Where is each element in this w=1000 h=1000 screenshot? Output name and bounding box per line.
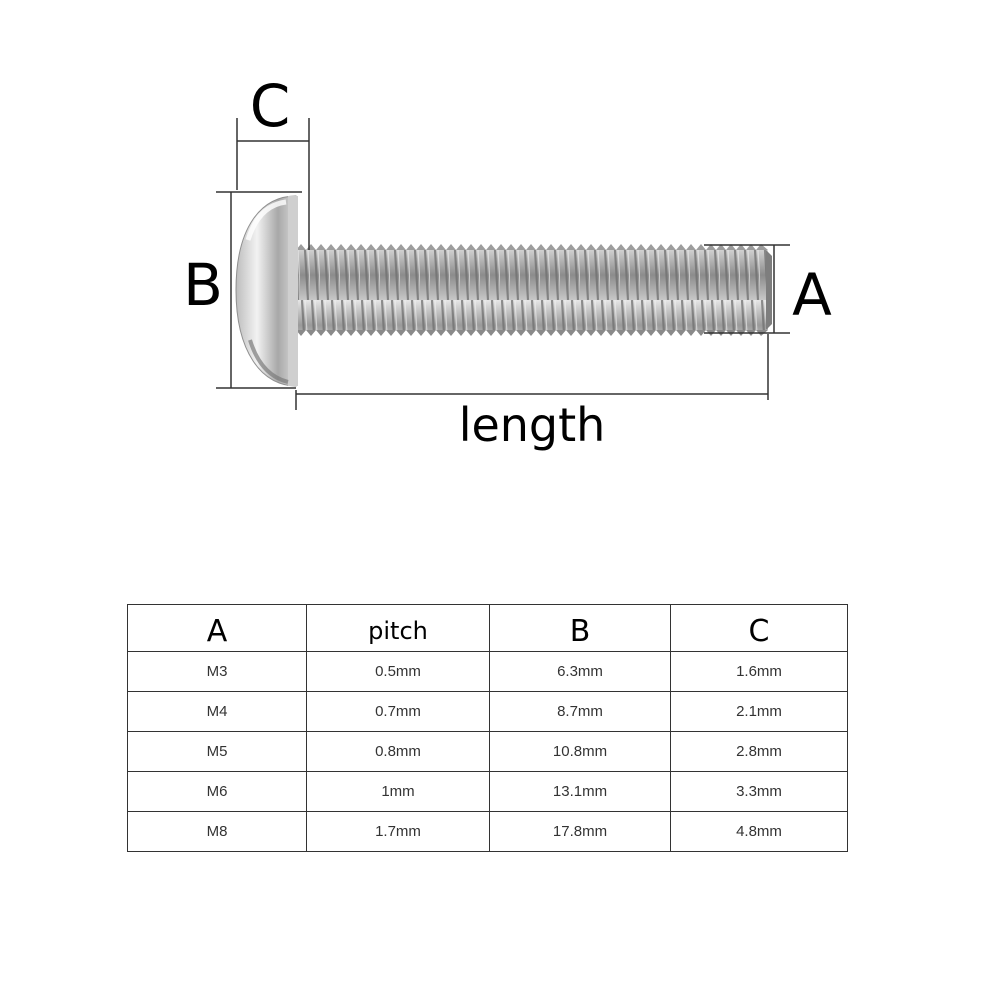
- column-header-c: C: [670, 604, 848, 652]
- table-cell: 13.1mm: [489, 771, 671, 812]
- table-cell: 1mm: [306, 771, 490, 812]
- table-header-row: A pitch B C: [127, 604, 848, 652]
- dimension-label-b: B: [183, 251, 223, 319]
- table-cell: M4: [127, 691, 307, 732]
- thread-crests-bottom: [296, 330, 768, 336]
- table-cell: 10.8mm: [489, 731, 671, 772]
- dimension-label-c: C: [250, 72, 291, 140]
- table-cell: 17.8mm: [489, 811, 671, 852]
- screw-shank: [296, 244, 772, 336]
- column-header-a: A: [127, 604, 307, 652]
- table-cell: 8.7mm: [489, 691, 671, 732]
- dimension-lines: [216, 118, 790, 410]
- dimension-label-length: length: [459, 398, 606, 452]
- screw-size-table: A pitch B C M3 0.5mm 6.3mm 1.6mm M4 0.7m…: [127, 604, 848, 852]
- table-row: M4 0.7mm 8.7mm 2.1mm: [127, 691, 848, 732]
- table-cell: 6.3mm: [489, 651, 671, 692]
- screw-head: [235, 195, 298, 387]
- table-cell: 0.5mm: [306, 651, 490, 692]
- table-cell: 1.7mm: [306, 811, 490, 852]
- table-row: M3 0.5mm 6.3mm 1.6mm: [127, 651, 848, 692]
- screw-dimension-diagram: C B A length: [183, 72, 832, 452]
- table-cell: 2.1mm: [670, 691, 848, 732]
- table-cell: 3.3mm: [670, 771, 848, 812]
- table-cell: M3: [127, 651, 307, 692]
- table-cell: 0.7mm: [306, 691, 490, 732]
- column-header-b: B: [489, 604, 671, 652]
- table-cell: 2.8mm: [670, 731, 848, 772]
- table-cell: M5: [127, 731, 307, 772]
- thread-crests-top: [296, 244, 768, 250]
- dimension-label-a: A: [792, 261, 832, 329]
- table-row: M5 0.8mm 10.8mm 2.8mm: [127, 731, 848, 772]
- table-cell: M8: [127, 811, 307, 852]
- table-cell: 0.8mm: [306, 731, 490, 772]
- table-cell: 4.8mm: [670, 811, 848, 852]
- table-cell: M6: [127, 771, 307, 812]
- column-header-pitch: pitch: [306, 604, 490, 652]
- table-row: M8 1.7mm 17.8mm 4.8mm: [127, 811, 848, 852]
- table-row: M6 1mm 13.1mm 3.3mm: [127, 771, 848, 812]
- table-cell: 1.6mm: [670, 651, 848, 692]
